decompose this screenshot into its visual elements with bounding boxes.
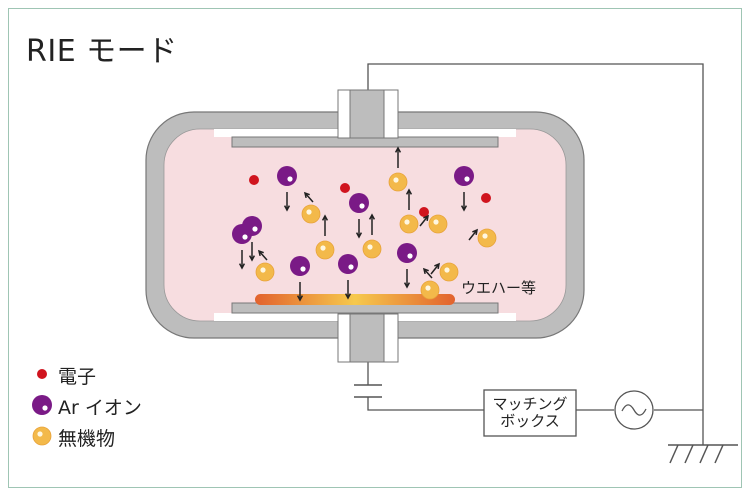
legend-ion: Ar イオン <box>58 393 142 420</box>
ion-highlight <box>287 176 293 182</box>
electron <box>481 193 491 203</box>
inorganic-particle <box>428 214 448 234</box>
ar-ion <box>290 256 310 276</box>
diagram-title: RIE モード <box>26 34 178 69</box>
inorganic-particle <box>362 239 382 259</box>
inorganic-highlight <box>404 219 410 225</box>
inorganic-highlight <box>320 245 326 251</box>
arrow-head <box>460 205 468 212</box>
ar-ion <box>277 166 297 186</box>
arrow-head <box>422 267 429 275</box>
arrow-head <box>472 228 478 236</box>
motion-arrow <box>430 263 440 275</box>
inorganic-particle <box>420 280 440 300</box>
circuit-wires <box>367 63 704 445</box>
inorganic-highlight <box>393 177 399 183</box>
top-shaft <box>349 89 385 139</box>
ar-ion <box>232 224 252 244</box>
ion-highlight <box>464 176 470 182</box>
motion-arrow <box>419 215 429 227</box>
inorganic-legend-icon <box>32 426 52 446</box>
arrow-head <box>248 255 256 262</box>
matching-box-label: マッチング ボックス <box>482 396 578 430</box>
arrow-head <box>303 191 310 199</box>
ar-ion <box>454 166 474 186</box>
ion-highlight <box>42 405 48 411</box>
motion-arrow <box>468 229 478 241</box>
electron <box>249 175 259 185</box>
legend-electron: 電子 <box>58 362 96 389</box>
electron-legend-icon <box>37 369 47 379</box>
ion-highlight <box>359 203 365 209</box>
arrow-head <box>394 146 402 153</box>
ion-highlight <box>300 266 306 272</box>
wafer <box>255 294 455 305</box>
ar-ion <box>397 243 417 263</box>
arrow-head <box>296 295 304 302</box>
arrow-head <box>355 232 363 239</box>
wafer-label: ウエハー等 <box>461 279 537 297</box>
inorganic-particle <box>388 172 408 192</box>
inorganic-particle <box>399 214 419 234</box>
arrow-head <box>434 262 440 270</box>
inorganic-highlight <box>482 233 488 239</box>
arrow-head <box>344 293 352 300</box>
inorganic-particle <box>477 228 497 248</box>
arrow-head <box>321 214 329 221</box>
capacitor-icon <box>354 384 382 398</box>
ar-ion <box>338 254 358 274</box>
sine-wave <box>621 404 647 416</box>
arrow-head <box>423 214 429 222</box>
particles-layer <box>232 146 497 302</box>
matching-box <box>483 389 577 437</box>
motion-arrow <box>423 268 433 279</box>
arrow-head <box>368 213 376 220</box>
matching-box-line2: ボックス <box>500 412 560 430</box>
legend-electron-label: 電子 <box>58 366 97 388</box>
arrow-head <box>257 249 264 257</box>
matching-box-line1: マッチング <box>492 395 568 413</box>
legend-icons <box>32 369 52 446</box>
inorganic-particle <box>439 262 459 282</box>
inorganic-highlight <box>433 219 439 225</box>
inorganic-highlight <box>260 267 266 273</box>
inorganic-highlight <box>367 244 373 250</box>
motion-arrow <box>258 250 268 261</box>
ion-legend-icon <box>32 395 52 415</box>
electron <box>419 207 429 217</box>
bottom-shaft <box>349 313 385 363</box>
ion-highlight <box>348 264 354 270</box>
arrow-head <box>283 205 291 212</box>
inorganic-highlight <box>425 285 431 291</box>
arrow-head <box>405 188 413 195</box>
inorganic-particle <box>315 240 335 260</box>
inorganic-particle <box>255 262 275 282</box>
ar-ion <box>349 193 369 213</box>
legend-ion-label: Ar イオン <box>58 397 142 419</box>
inorganic-particle <box>301 204 321 224</box>
legend-inorganic: 無機物 <box>58 424 115 451</box>
legend-inorganic-label: 無機物 <box>58 428 116 450</box>
inorganic-highlight <box>37 431 43 437</box>
ion-highlight <box>252 226 258 232</box>
inorganic-highlight <box>444 267 450 273</box>
ion-highlight <box>407 253 413 259</box>
electron <box>340 183 350 193</box>
arrow-head <box>403 282 411 289</box>
inorganic-highlight <box>306 209 312 215</box>
ground-icon <box>668 444 738 464</box>
motion-arrow <box>304 192 314 203</box>
arrow-head <box>238 263 246 270</box>
ion-highlight <box>242 234 248 240</box>
